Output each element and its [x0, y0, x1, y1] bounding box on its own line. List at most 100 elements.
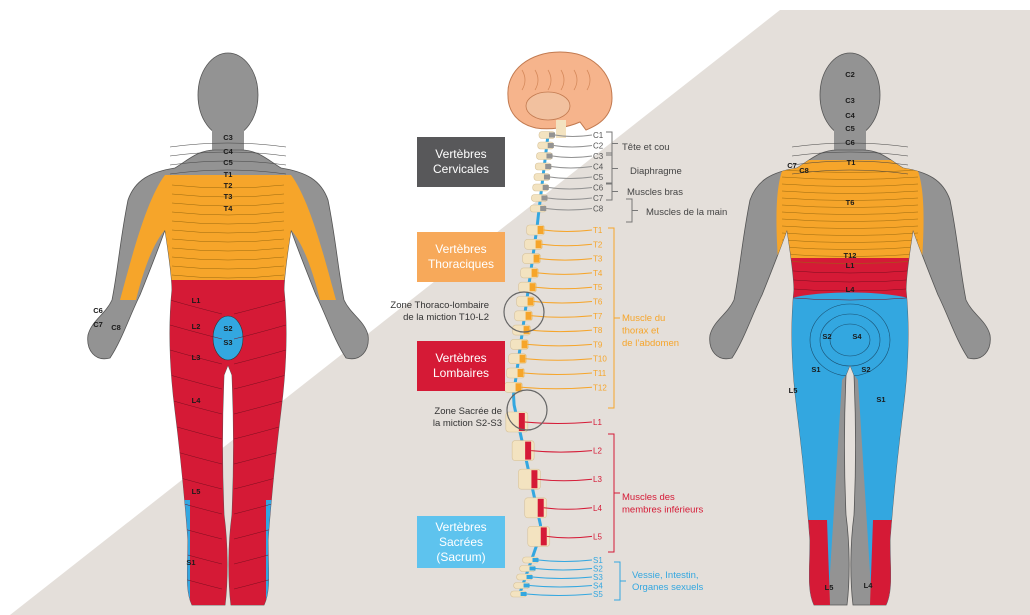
function-label-line: Muscles de la main — [646, 207, 727, 218]
nerve-line — [554, 146, 592, 148]
nerve-line — [552, 156, 592, 158]
thoraco-lumbar-zone-label-line: de la miction T10-L2 — [403, 312, 489, 323]
category-box: Vertèbres Sacrées (Sacrum) — [417, 516, 505, 568]
front-dermatome-label: L3 — [192, 353, 201, 362]
function-label-line: Tête et cou — [622, 142, 670, 153]
vertebra-segment — [521, 592, 527, 596]
vertebra-segment — [526, 312, 532, 320]
back-body-thoracic-zone — [776, 160, 923, 260]
vertebra-label: C7 — [593, 194, 604, 203]
back-dermatome-label: S1 — [811, 365, 820, 374]
front-body-head — [198, 53, 258, 137]
front-dermatome-label: S3 — [223, 338, 232, 347]
front-dermatome-label: C3 — [223, 133, 233, 142]
vertebra-segment — [544, 175, 550, 180]
function-label: Muscles de la main — [646, 207, 727, 218]
front-dermatome-label: T2 — [224, 181, 233, 190]
front-dermatome-label: L1 — [192, 296, 201, 305]
thoraco-lumbar-zone-label-line: Zone Thoraco-lombaire — [390, 300, 489, 311]
vertebra-segment — [540, 206, 546, 211]
vertebra-label: L4 — [593, 504, 602, 513]
function-label: Tête et cou — [622, 142, 670, 153]
function-label-line: Diaphragme — [630, 166, 682, 177]
vertebra-segment — [549, 133, 555, 138]
function-label-line: Muscles bras — [627, 187, 683, 198]
front-dermatome-label: T1 — [224, 170, 233, 179]
vertebra-label: L2 — [593, 447, 602, 456]
front-dermatome-label: T4 — [224, 204, 234, 213]
vertebra-segment — [520, 355, 526, 363]
vertebra-segment — [527, 575, 533, 579]
back-body-l5-left — [807, 520, 830, 605]
function-label-line: Organes sexuels — [632, 582, 704, 593]
vertebra-label: T9 — [593, 340, 603, 349]
category-box: Vertèbres Lombaires — [417, 341, 505, 391]
vertebra-label: C6 — [593, 184, 604, 193]
vertebra-label: T2 — [593, 240, 603, 249]
vertebra-segment — [533, 558, 539, 562]
vertebra-label: T8 — [593, 326, 603, 335]
vertebra-segment — [538, 499, 544, 517]
back-dermatome-label: C5 — [845, 124, 855, 133]
front-dermatome-label: C5 — [223, 158, 233, 167]
function-label-line: thorax et — [622, 326, 659, 337]
vertebra-segment — [545, 164, 551, 169]
vertebra-segment — [538, 226, 544, 234]
vertebra-label: T5 — [593, 283, 603, 292]
vertebra-label: T10 — [593, 355, 607, 364]
back-dermatome-label: T12 — [844, 251, 857, 260]
back-dermatome-label: L5 — [825, 583, 834, 592]
front-dermatome-label: S1 — [186, 558, 195, 567]
vertebra-label: T1 — [593, 226, 603, 235]
vertebra-segment — [546, 154, 552, 159]
function-label: Vessie, Intestin,Organes sexuels — [632, 570, 704, 593]
sacral-zone-label-line: la miction S2-S3 — [433, 418, 502, 429]
vertebra-segment — [528, 298, 534, 306]
vertebra-label: L1 — [593, 418, 602, 427]
vertebra-label: S5 — [593, 590, 603, 599]
vertebra-segment — [516, 383, 522, 391]
vertebra-segment — [518, 369, 524, 377]
vertebra-segment — [543, 185, 549, 190]
function-label-line: Vessie, Intestin, — [632, 570, 699, 581]
vertebra-label: L5 — [593, 532, 602, 541]
front-dermatome-label: L2 — [192, 322, 201, 331]
back-dermatome-label: C7 — [787, 161, 797, 170]
function-label-line: Muscles des — [622, 492, 675, 503]
vertebra-label: T12 — [593, 383, 607, 392]
back-dermatome-label: C2 — [845, 70, 855, 79]
vertebra-segment — [532, 269, 538, 277]
back-dermatome-label: C3 — [845, 96, 855, 105]
vertebra-label: T11 — [593, 369, 607, 378]
function-label-line: Muscle du — [622, 313, 665, 324]
front-dermatome-label: S2 — [223, 324, 232, 333]
vertebra-segment — [536, 240, 542, 248]
vertebra-segment — [541, 196, 547, 201]
back-dermatome-label: L4 — [864, 581, 874, 590]
cerebellum — [526, 92, 570, 120]
vertebra-label: C3 — [593, 152, 604, 161]
front-dermatome-label: C7 — [93, 320, 103, 329]
vertebra-segment — [522, 340, 528, 348]
back-dermatome-label: S2 — [861, 365, 870, 374]
vertebra-segment — [530, 283, 536, 291]
function-label-line: de l’abdomen — [622, 338, 679, 349]
vertebra-segment — [541, 527, 547, 545]
front-dermatome-label: C8 — [111, 323, 121, 332]
category-box: Vertèbres Cervicales — [417, 137, 505, 187]
vertebra-label: T6 — [593, 298, 603, 307]
vertebra-segment — [524, 584, 530, 588]
back-dermatome-label: L4 — [846, 285, 856, 294]
back-dermatome-label: S4 — [852, 332, 862, 341]
back-dermatome-label: L5 — [789, 386, 798, 395]
vertebra-segment — [525, 442, 531, 460]
vertebra-segment — [548, 143, 554, 148]
vertebra-segment — [534, 255, 540, 263]
brain-illustration — [508, 52, 612, 138]
back-body-l4-right — [870, 520, 893, 605]
function-label: Muscles bras — [627, 187, 683, 198]
